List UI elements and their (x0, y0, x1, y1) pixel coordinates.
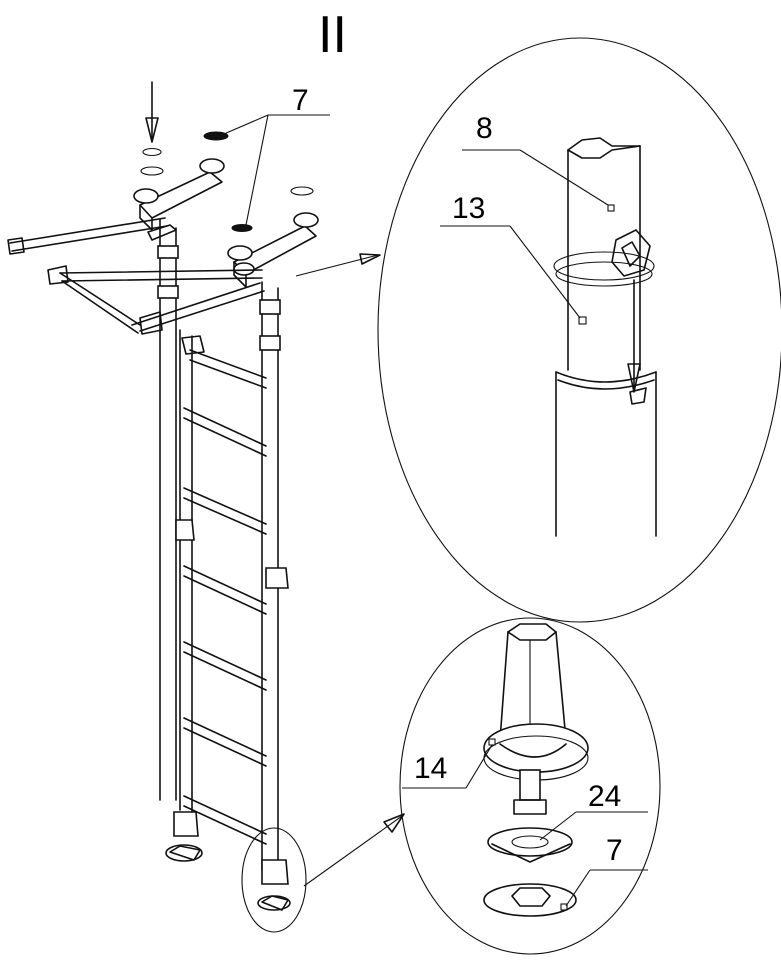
lower-bracket (227, 212, 319, 288)
right-foot (257, 859, 291, 911)
callout-7-lower: 7 (606, 834, 623, 867)
top-rails (7, 217, 265, 355)
lower-detail-circle (399, 617, 661, 955)
upper-bracket (133, 158, 225, 241)
lower-detail-view: 14 24 7 (399, 617, 661, 955)
callout-24: 24 (588, 780, 621, 813)
insert-arrow-icon (145, 81, 159, 143)
pointer-upper-detail (295, 253, 381, 277)
svg-text:7: 7 (292, 84, 309, 117)
upper-detail-circle (377, 37, 781, 623)
right-post (259, 281, 289, 871)
section-numeral: II (318, 6, 347, 64)
left-foot (165, 811, 203, 862)
foot-detail-marker (241, 827, 307, 933)
wall-bars-ladder (7, 81, 319, 933)
upper-detail-view: 8 13 (377, 37, 781, 623)
pointer-lower-detail (303, 813, 405, 887)
callout-8: 8 (476, 112, 493, 145)
callout-14: 14 (414, 752, 447, 785)
left-post (157, 219, 195, 813)
callout-top: 7 (223, 84, 330, 226)
callout-13: 13 (452, 192, 485, 225)
ladder-rungs (183, 349, 267, 845)
top-washers (140, 131, 314, 232)
